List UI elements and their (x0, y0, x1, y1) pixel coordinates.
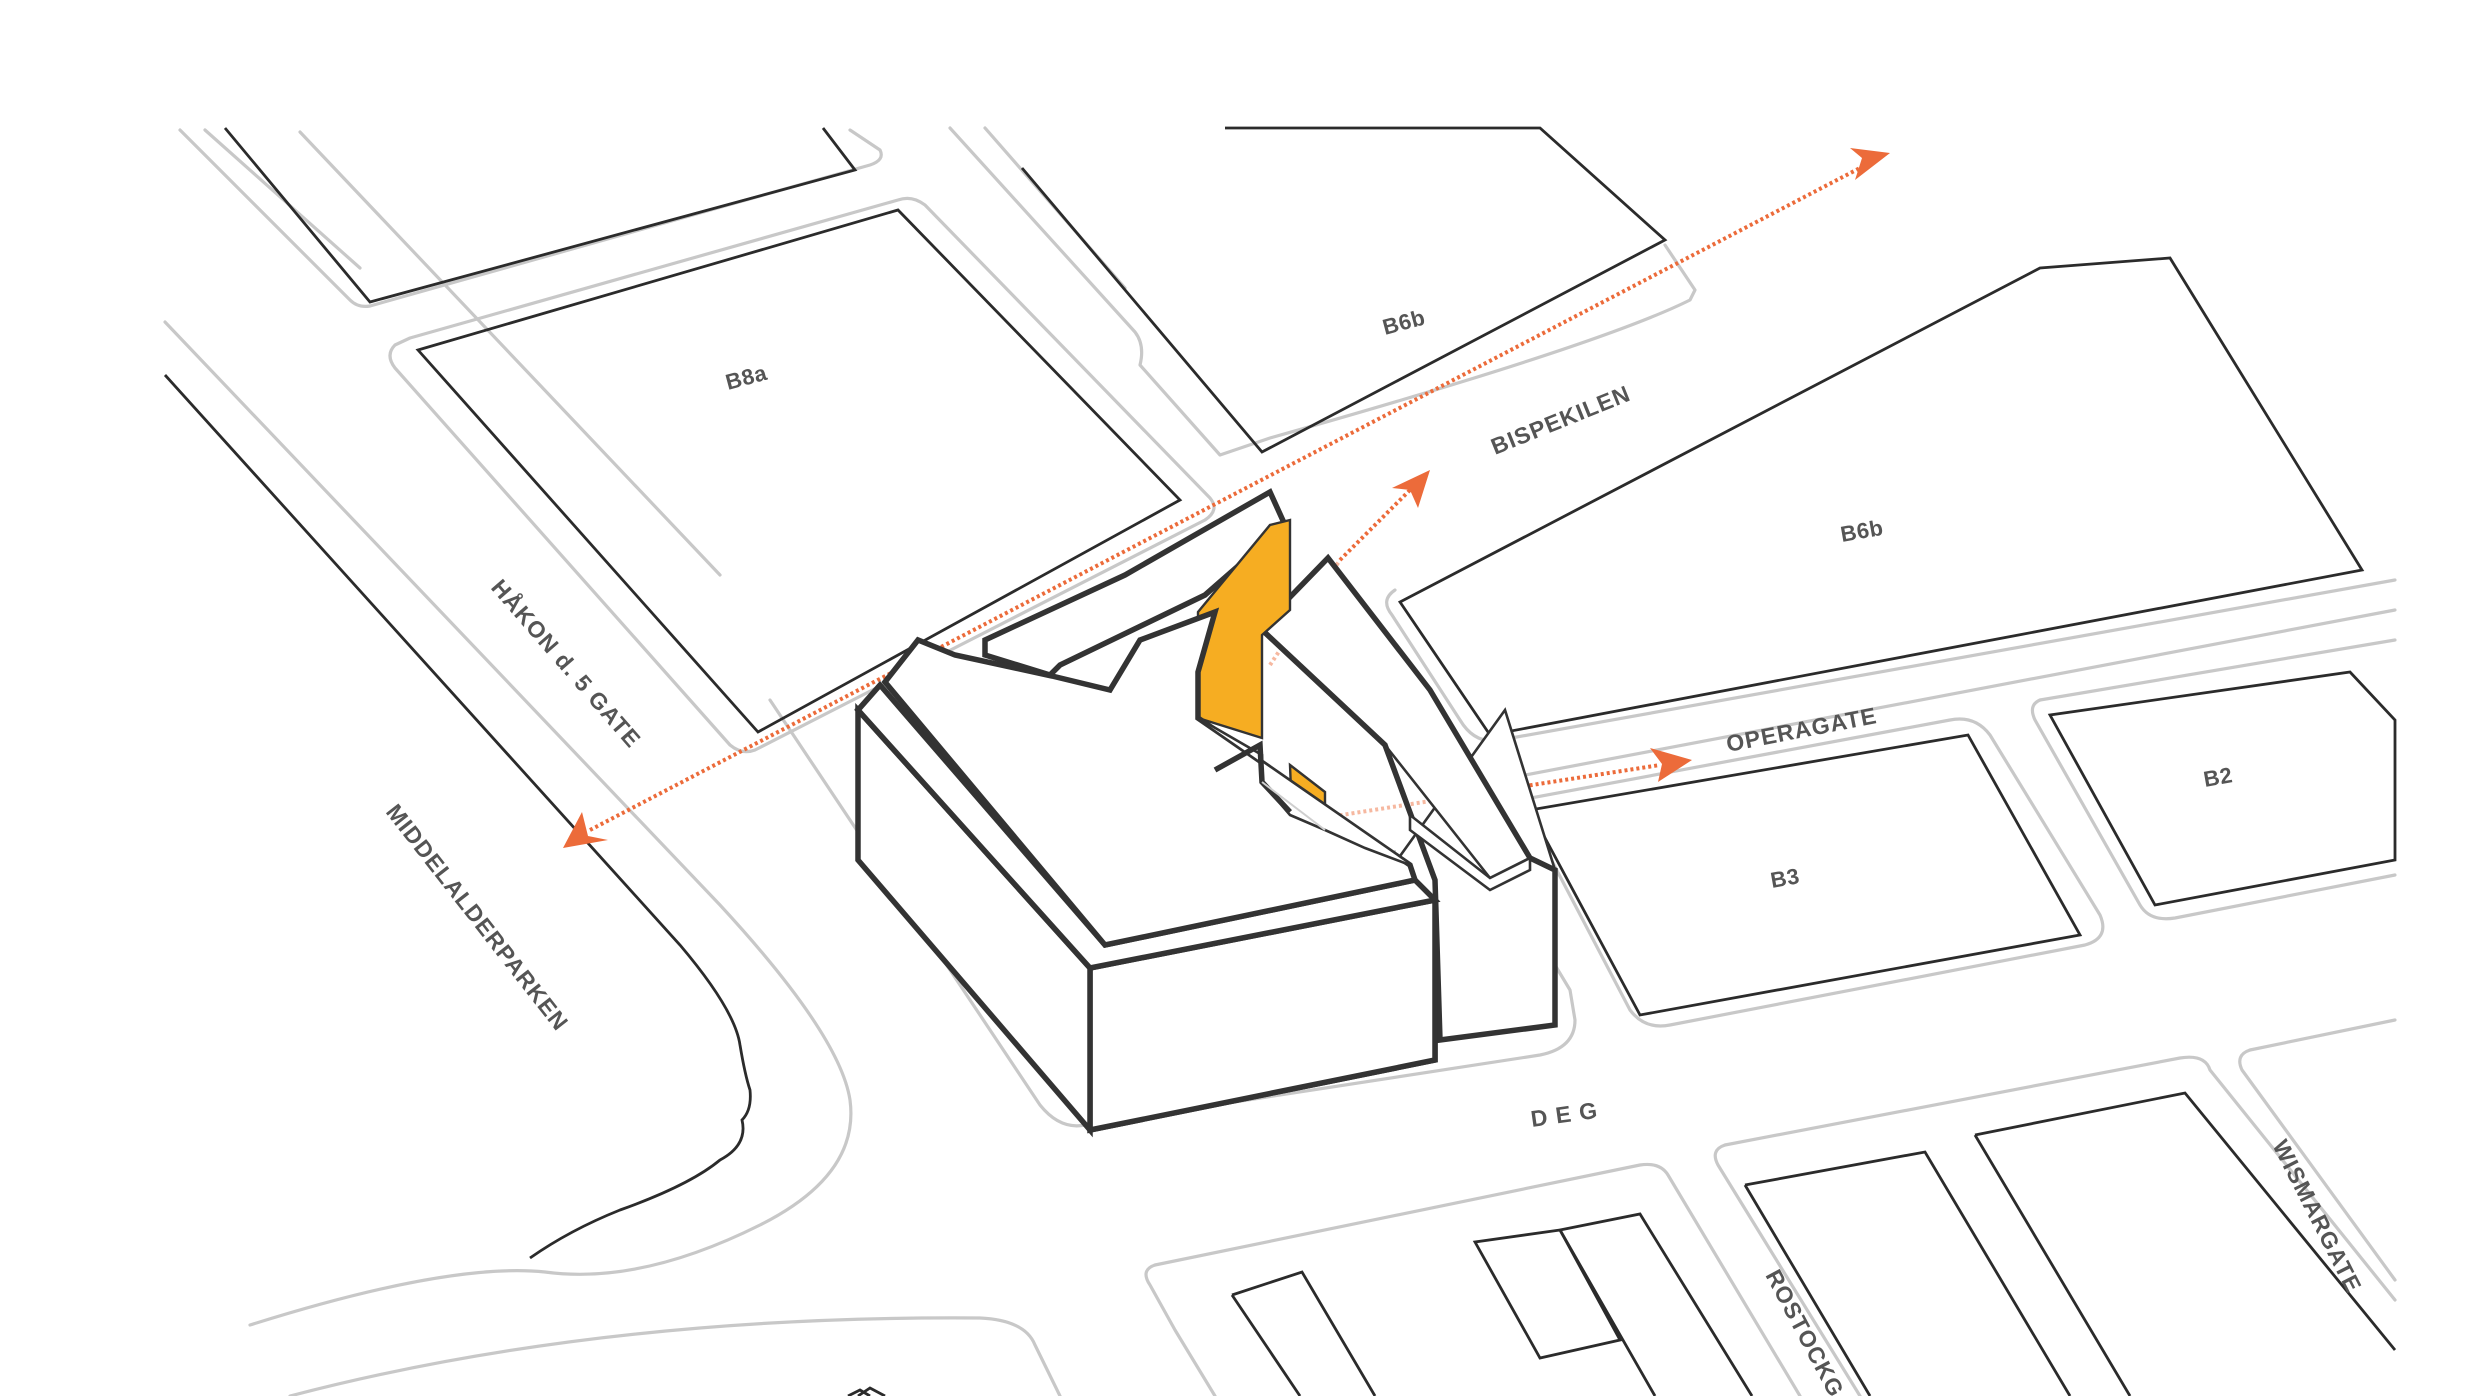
label-b3: B3 (1769, 863, 1802, 893)
label-b8a: B8a (723, 360, 770, 395)
plot-b3 (1527, 733, 2083, 1017)
street-deg: D E G (1529, 1097, 1600, 1132)
street-curbs (163, 126, 2397, 1396)
curb-b2-top (2038, 638, 2397, 702)
curb-sw (288, 1316, 1062, 1396)
curb-b2 (2030, 698, 2397, 921)
curb-b8a (388, 196, 1216, 754)
curb-south-3-top (2248, 1018, 2397, 1052)
arrow-ne-line (1338, 488, 1412, 562)
plot-b6b-east (1397, 256, 2365, 737)
north-slab-outline (982, 488, 1289, 679)
arrow-head-icon (1850, 148, 1890, 180)
street-bispekilen: BISPEKILEN (1487, 380, 1634, 460)
street-hakon: HÅKON d. 5 GATE (486, 574, 647, 753)
street-middelalderparken: MIDDELALDERPARKEN (381, 799, 574, 1035)
arrow-head-icon (1650, 748, 1692, 782)
curb-deg-south-top (1153, 1162, 1802, 1396)
accent-tall (1196, 518, 1292, 740)
east-slab-outline (1256, 553, 1558, 1044)
plot-outlines (163, 126, 2397, 1396)
central-building (854, 488, 1558, 1138)
curb-nw-block (178, 128, 883, 308)
plot-s2 (1472, 1228, 1623, 1360)
plot-b6b-north (1020, 126, 1668, 454)
curb-b3 (1518, 717, 2105, 1028)
curb-deg-south (1144, 1263, 1217, 1396)
plot-s3 (1558, 1212, 1754, 1396)
curb-b6b-north (948, 126, 1697, 457)
curb-hakon-outer (163, 320, 853, 1327)
east-slab-step (1408, 812, 1532, 892)
label-b6b-east: B6b (1839, 515, 1886, 547)
plot-sw-zig (847, 1386, 886, 1396)
plot-s5 (1973, 1091, 2397, 1396)
curb-south-3 (2238, 1048, 2397, 1282)
curb-site (768, 698, 1577, 1128)
arrow-head-icon (1392, 470, 1430, 508)
plot-s1 (1230, 1270, 1377, 1396)
park-edge (163, 374, 752, 1260)
roof-cut (1213, 740, 1293, 814)
main-block-roof (881, 607, 1419, 949)
arrow-head-icon (563, 812, 608, 848)
label-b6b-north: B6b (1380, 305, 1428, 340)
plot-b8a (415, 208, 1183, 734)
plot-b2 (2047, 670, 2397, 907)
street-wismargate: WISMARGATE (2268, 1135, 2367, 1297)
label-b2: B2 (2202, 762, 2235, 792)
plot-s4 (1743, 1150, 2072, 1396)
plot-nw (223, 127, 858, 304)
curb-south-2 (1713, 1143, 1862, 1396)
roof-hair (1261, 781, 1326, 831)
curb-hakon-inner (298, 130, 722, 577)
arrow-long-line (589, 166, 1861, 832)
curb-south-2-top (1723, 1055, 2397, 1302)
curb-b6b-east-2 (1476, 608, 2397, 779)
